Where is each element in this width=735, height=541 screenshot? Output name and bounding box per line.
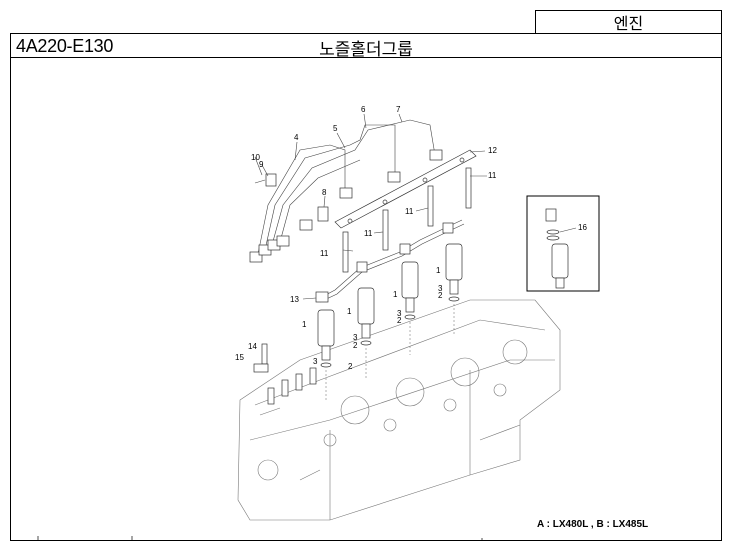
callout-12: 12 — [488, 146, 497, 155]
callout-2b: 2 — [397, 316, 402, 325]
callout-3d: 3 — [313, 357, 318, 366]
small-parts — [253, 173, 329, 405]
callout-1b: 1 — [393, 290, 398, 299]
model-note: A : LX480L , B : LX485L — [537, 519, 649, 530]
callout-11b: 11 — [488, 171, 497, 180]
leak-off-pipe — [315, 219, 465, 303]
callouts: 4 5 6 7 10 9 8 12 11 11 11 11 13 1 1 1 1… — [235, 105, 587, 371]
cylinder-head — [237, 299, 561, 521]
callout-11d: 11 — [320, 249, 329, 258]
callout-13: 13 — [290, 295, 299, 304]
callout-7: 7 — [396, 105, 401, 114]
glow-plug-plate — [334, 149, 477, 229]
leader-lines — [254, 113, 487, 300]
callout-5: 5 — [333, 124, 338, 133]
callout-15: 15 — [235, 353, 244, 362]
callout-1c: 1 — [347, 307, 352, 316]
nozzle-holders — [317, 243, 463, 400]
group-title: 노즐홀더그룹 — [319, 40, 413, 60]
callout-3a: 3 — [438, 284, 443, 293]
callout-2a: 2 — [438, 291, 443, 300]
callout-1a: 1 — [436, 266, 441, 275]
callout-3b: 3 — [397, 309, 402, 318]
callout-3c: 3 — [353, 333, 358, 342]
callout-2d: 2 — [348, 362, 353, 371]
callout-10: 10 — [251, 153, 260, 162]
callout-4: 4 — [294, 133, 299, 142]
inset-detail — [526, 195, 600, 292]
callout-9: 9 — [259, 160, 264, 169]
glow-plugs — [342, 167, 472, 273]
category-label: 엔진 — [613, 14, 644, 33]
callout-8: 8 — [322, 188, 327, 197]
callout-1d: 1 — [302, 320, 307, 329]
callout-6: 6 — [361, 105, 366, 114]
callout-11c: 11 — [364, 229, 373, 238]
callout-14: 14 — [248, 342, 257, 351]
injection-pipes — [249, 119, 443, 263]
callout-11a: 11 — [405, 207, 414, 216]
callout-2c: 2 — [353, 341, 358, 350]
callout-16: 16 — [578, 223, 587, 232]
part-code: 4A220-E130 — [16, 36, 114, 56]
